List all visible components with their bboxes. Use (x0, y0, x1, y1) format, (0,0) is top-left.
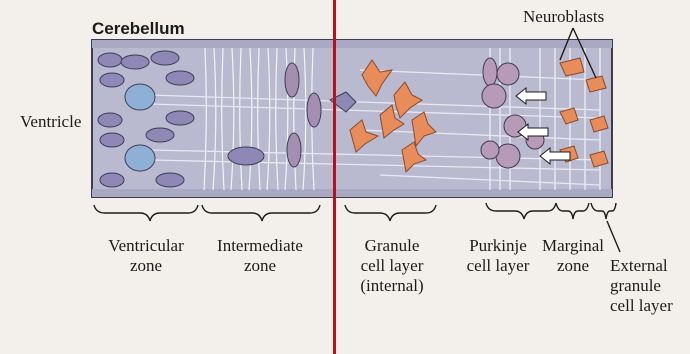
marginal-line-2: zone (533, 256, 613, 276)
bracket-granule (345, 205, 436, 221)
bracket-marginal (556, 203, 589, 219)
neuroblasts-label: Neuroblasts (523, 7, 604, 27)
background-bleed-text (0, 60, 20, 320)
ventricular-zone-line-1: Ventricular (92, 236, 200, 256)
purkinje-cell-layer-label: Purkinje cell layer (453, 236, 543, 276)
tissue-band-edge-bottom (92, 189, 612, 197)
ventricle-label: Ventricle (20, 112, 81, 132)
intermediate-zone-line-2: zone (200, 256, 320, 276)
bracket-ventricular (94, 205, 198, 221)
purkinje-line-2: cell layer (453, 256, 543, 276)
tissue-band-edge (92, 40, 612, 48)
granule-line-1: Granule (345, 236, 439, 256)
granule-cell-layer-label: Granule cell layer (internal) (345, 236, 439, 296)
purkinje-line-1: Purkinje (453, 236, 543, 256)
external-line-3: cell layer (610, 296, 690, 316)
bracket-external (591, 203, 616, 219)
granule-line-2: cell layer (345, 256, 439, 276)
red-divider-line (333, 0, 336, 354)
intermediate-zone-label: Intermediate zone (200, 236, 320, 276)
bracket-purkinje (486, 203, 556, 219)
external-line-2: granule (610, 276, 690, 296)
diagram-title: Cerebellum (92, 19, 185, 39)
marginal-line-1: Marginal (533, 236, 613, 256)
granule-line-3: (internal) (345, 276, 439, 296)
ventricular-zone-label: Ventricular zone (92, 236, 200, 276)
marginal-zone-label: Marginal zone (533, 236, 613, 276)
bracket-intermediate (202, 205, 320, 221)
external-granule-layer-label: External granule cell layer (610, 256, 690, 316)
intermediate-zone-line-1: Intermediate (200, 236, 320, 256)
ventricular-zone-line-2: zone (92, 256, 200, 276)
external-line-1: External (610, 256, 690, 276)
